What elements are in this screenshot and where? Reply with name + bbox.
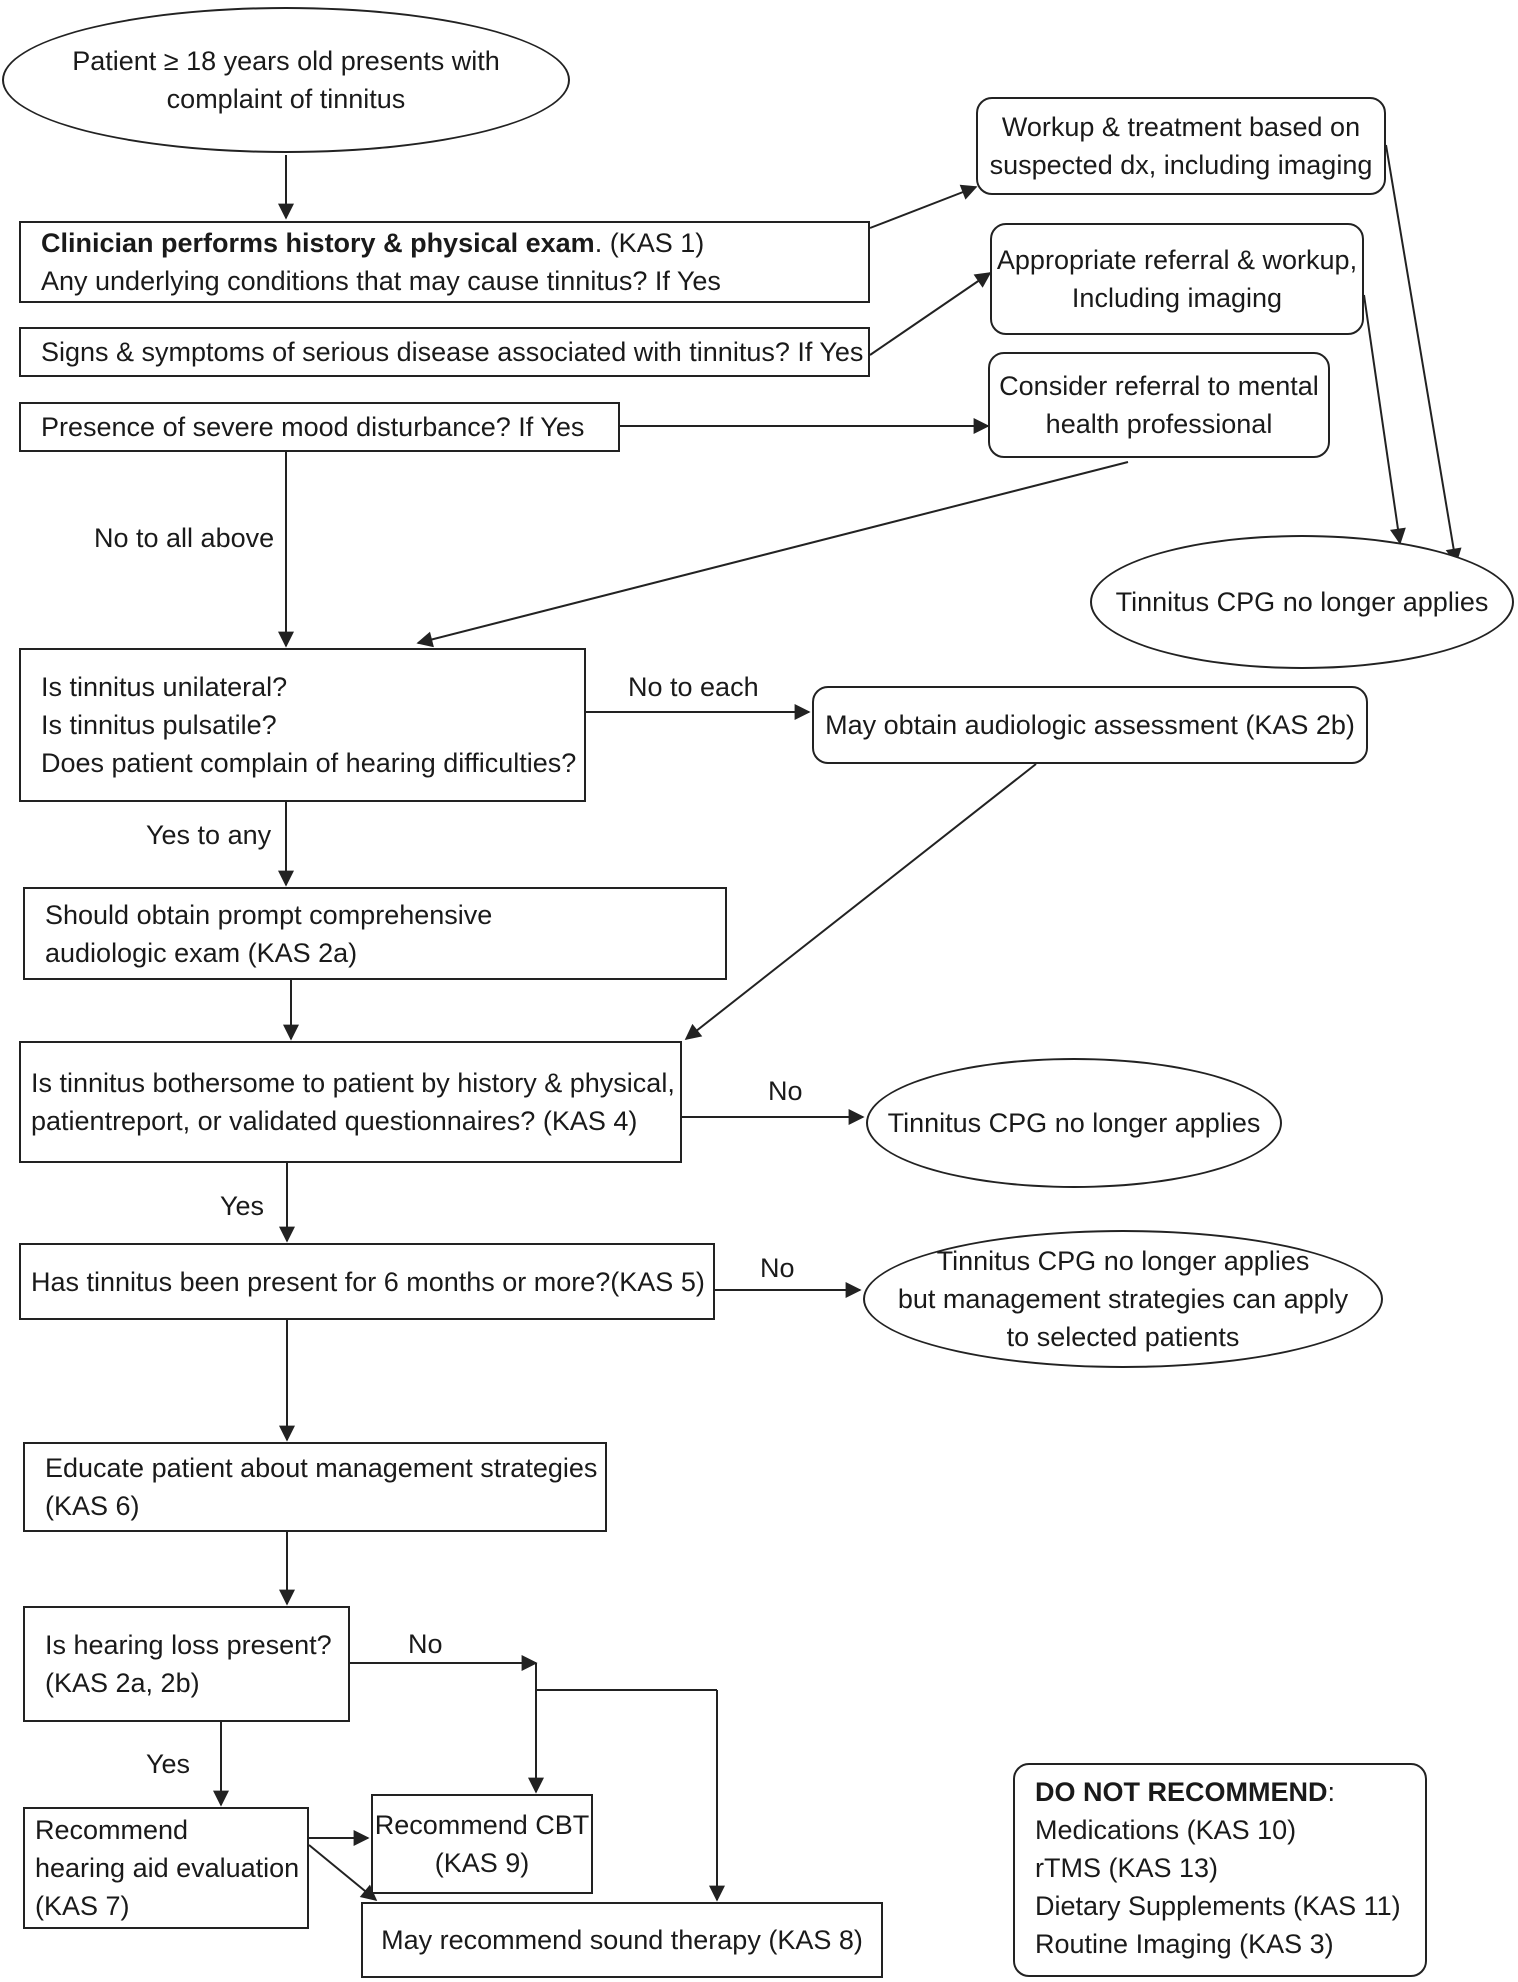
do-not-item-imaging: Routine Imaging (KAS 3): [1035, 1929, 1334, 1959]
do-not-item-medications: Medications (KAS 10): [1035, 1815, 1297, 1845]
label-no-to-all-above: No to all above: [94, 523, 275, 553]
mental-health-line-2: health professional: [1045, 409, 1273, 439]
start-line-1: Patient ≥ 18 years old presents with: [72, 46, 500, 76]
history-exam-line-2: Any underlying conditions that may cause…: [41, 266, 721, 296]
mental-health-box: Consider referral to mental health profe…: [988, 352, 1330, 458]
mood-box: Presence of severe mood disturbance? If …: [19, 402, 620, 452]
hearing-aid-line-3: (KAS 7): [35, 1891, 130, 1921]
do-not-recommend-title: DO NOT RECOMMEND:: [1035, 1773, 1405, 1811]
mental-health-line-1: Consider referral to mental: [999, 371, 1319, 401]
start-oval: Patient ≥ 18 years old presents with com…: [2, 7, 570, 153]
bothersome-box: Is tinnitus bothersome to patient by his…: [19, 1041, 682, 1163]
questions-line-2: Is tinnitus pulsatile?: [41, 710, 277, 740]
bothersome-line-1: Is tinnitus bothersome to patient by his…: [31, 1068, 675, 1098]
hearing-aid-line-1: Recommend: [35, 1815, 189, 1845]
six-months-box: Has tinnitus been present for 6 months o…: [19, 1243, 715, 1320]
referral-box: Appropriate referral & workup, Including…: [990, 223, 1364, 335]
referral-line-1: Appropriate referral & workup,: [996, 245, 1358, 275]
sound-therapy-text: May recommend sound therapy (KAS 8): [381, 1925, 863, 1955]
do-not-recommend-heading: DO NOT RECOMMEND: [1035, 1777, 1328, 1807]
arrow-serious-to-referral: [869, 272, 992, 356]
audiologic-assessment-box: May obtain audiologic assessment (KAS 2b…: [812, 686, 1368, 764]
questions-box: Is tinnitus unilateral? Is tinnitus puls…: [19, 648, 586, 802]
cpg-no-longer-applies-oval-mid: Tinnitus CPG no longer applies: [866, 1058, 1282, 1188]
hearing-loss-line-1: Is hearing loss present?: [45, 1630, 332, 1660]
do-not-recommend-colon: :: [1327, 1777, 1336, 1807]
cbt-line-1: Recommend CBT: [374, 1810, 590, 1840]
audiologic-assessment-text: May obtain audiologic assessment (KAS 2b…: [825, 710, 1355, 740]
arrow-referral-to-cpg: [1363, 294, 1406, 545]
cpg-management-line-3: to selected patients: [1006, 1322, 1240, 1352]
arrow-exam-to-workup: [869, 184, 978, 229]
do-not-item-supplements: Dietary Supplements (KAS 11): [1035, 1891, 1401, 1921]
history-exam-bold: Clinician performs history & physical ex…: [41, 228, 595, 258]
cpg-no-longer-applies-oval-top: Tinnitus CPG no longer applies: [1090, 535, 1514, 669]
workup-line-2: suspected dx, including imaging: [989, 150, 1373, 180]
bothersome-line-2: patientreport, or validated questionnair…: [31, 1106, 638, 1136]
history-exam-kas: . (KAS 1): [594, 228, 705, 258]
audiologic-exam-line-1: Should obtain prompt comprehensive: [45, 899, 493, 930]
cpg-management-oval: Tinnitus CPG no longer applies but manag…: [863, 1230, 1383, 1368]
serious-signs-text: Signs & symptoms of serious disease asso…: [41, 337, 864, 367]
educate-box: Educate patient about management strateg…: [23, 1442, 607, 1532]
audiologic-exam-box: Should obtain prompt comprehensive audio…: [23, 887, 727, 980]
do-not-recommend-box: DO NOT RECOMMEND: Medications (KAS 10) r…: [1013, 1763, 1427, 1977]
questions-line-1: Is tinnitus unilateral?: [41, 672, 288, 702]
cbt-line-2: (KAS 9): [434, 1848, 530, 1878]
hearing-aid-line-2: hearing aid evaluation: [35, 1853, 300, 1883]
label-no-bothersome: No: [768, 1076, 803, 1106]
history-exam-box: Clinician performs history & physical ex…: [19, 221, 870, 303]
label-no-hearing-loss: No: [408, 1629, 443, 1659]
arrow-workup-to-cpg: [1385, 144, 1462, 565]
arrow-assess-to-bothersome: [684, 763, 1037, 1040]
audiologic-exam-line-2: audiologic exam (KAS 2a): [45, 937, 358, 968]
questions-line-3: Does patient complain of hearing difficu…: [41, 748, 577, 778]
cpg-management-line-1: Tinnitus CPG no longer applies: [936, 1246, 1310, 1276]
serious-signs-box: Signs & symptoms of serious disease asso…: [19, 327, 870, 377]
do-not-item-rtms: rTMS (KAS 13): [1035, 1853, 1219, 1883]
hearing-loss-box: Is hearing loss present? (KAS 2a, 2b): [23, 1606, 350, 1722]
referral-line-2: Including imaging: [1071, 283, 1283, 313]
hearing-aid-box: Recommend hearing aid evaluation (KAS 7): [23, 1807, 309, 1929]
hearing-loss-line-2: (KAS 2a, 2b): [45, 1668, 200, 1698]
cpg-mid-text: Tinnitus CPG no longer applies: [887, 1108, 1261, 1138]
cpg-management-line-2: but management strategies can apply: [897, 1284, 1349, 1314]
six-months-text: Has tinnitus been present for 6 months o…: [31, 1266, 705, 1297]
arrow-aid-to-sound: [308, 1844, 378, 1902]
label-yes-hearing-loss: Yes: [146, 1749, 191, 1779]
cpg-top-text: Tinnitus CPG no longer applies: [1115, 587, 1489, 617]
sound-therapy-box: May recommend sound therapy (KAS 8): [361, 1902, 883, 1978]
start-line-2: complaint of tinnitus: [166, 84, 406, 114]
label-yes-bothersome: Yes: [220, 1191, 265, 1221]
workup-line-1: Workup & treatment based on: [1001, 112, 1361, 142]
history-exam-line-1: Clinician performs history & physical ex…: [41, 224, 848, 262]
educate-line-1: Educate patient about management strateg…: [45, 1453, 598, 1483]
arrow-mental-to-questions: [416, 461, 1129, 648]
workup-box: Workup & treatment based on suspected dx…: [976, 97, 1386, 195]
cbt-box: Recommend CBT (KAS 9): [371, 1794, 593, 1894]
label-no-to-each: No to each: [628, 672, 759, 702]
label-no-six-months: No: [760, 1253, 795, 1283]
mood-text: Presence of severe mood disturbance? If …: [41, 412, 585, 442]
educate-line-2: (KAS 6): [45, 1491, 140, 1521]
label-yes-to-any: Yes to any: [146, 820, 272, 850]
